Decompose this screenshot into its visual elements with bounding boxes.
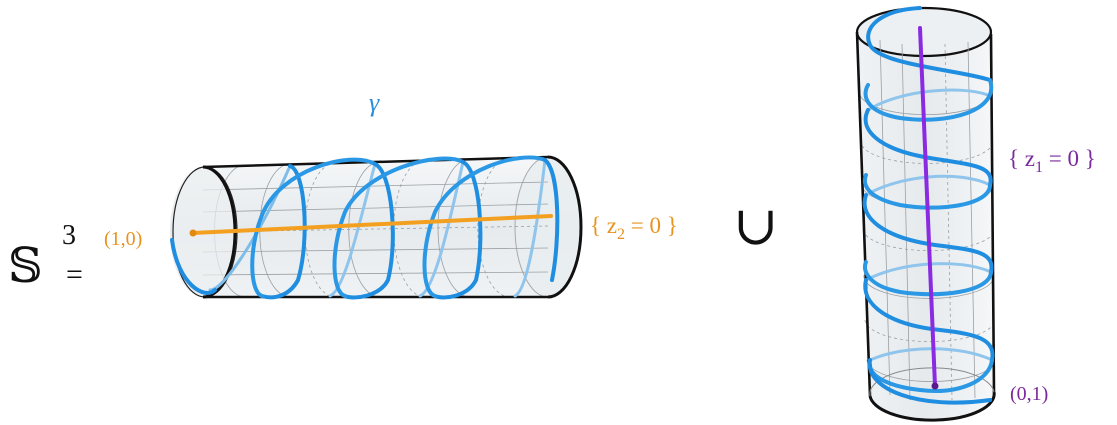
left-core-point [189, 229, 197, 237]
right-cylinder-top-cap [855, 6, 993, 58]
set-label-z1-sub: 1 [1035, 159, 1043, 176]
set-label-z1-rest: = 0 } [1043, 146, 1096, 171]
set-label-z2-sub: 2 [617, 226, 625, 243]
set-label-z2-open: { z [590, 213, 617, 238]
right-cylinder-left-edge [855, 31, 872, 397]
left-core-circle [191, 214, 553, 235]
equals-sign: = [66, 258, 83, 291]
set-label-z1: { z1 = 0 } [1008, 146, 1096, 176]
set-label-z2: { z2 = 0 } [590, 213, 678, 243]
s3-symbol: 𝕊 [8, 240, 43, 293]
right-cylinder-body [858, 27, 993, 419]
left-helix [170, 155, 560, 300]
gamma-label: γ [369, 88, 380, 117]
set-label-z2-rest: = 0 } [625, 213, 678, 238]
s3-exponent: 3 [62, 220, 76, 251]
right-solid-torus [855, 6, 996, 422]
union-symbol: ∪ [733, 196, 778, 256]
helix-front-1 [170, 238, 217, 295]
left-solid-torus [170, 155, 583, 300]
set-label-z1-open: { z [1008, 146, 1035, 171]
right-core-circle [918, 26, 937, 388]
right-cylinder-bottom-rim [868, 391, 996, 422]
right-helix [862, 6, 995, 405]
point-label-0-1: (0,1) [1010, 383, 1048, 405]
equation-lhs: 𝕊 3 = [8, 220, 83, 293]
right-core-point [931, 382, 939, 390]
right-cylinder-bottom-back [869, 367, 995, 397]
helix-front-top [866, 6, 992, 82]
left-cylinder-far-rim [547, 155, 583, 299]
point-label-1-0: (1,0) [104, 228, 142, 250]
